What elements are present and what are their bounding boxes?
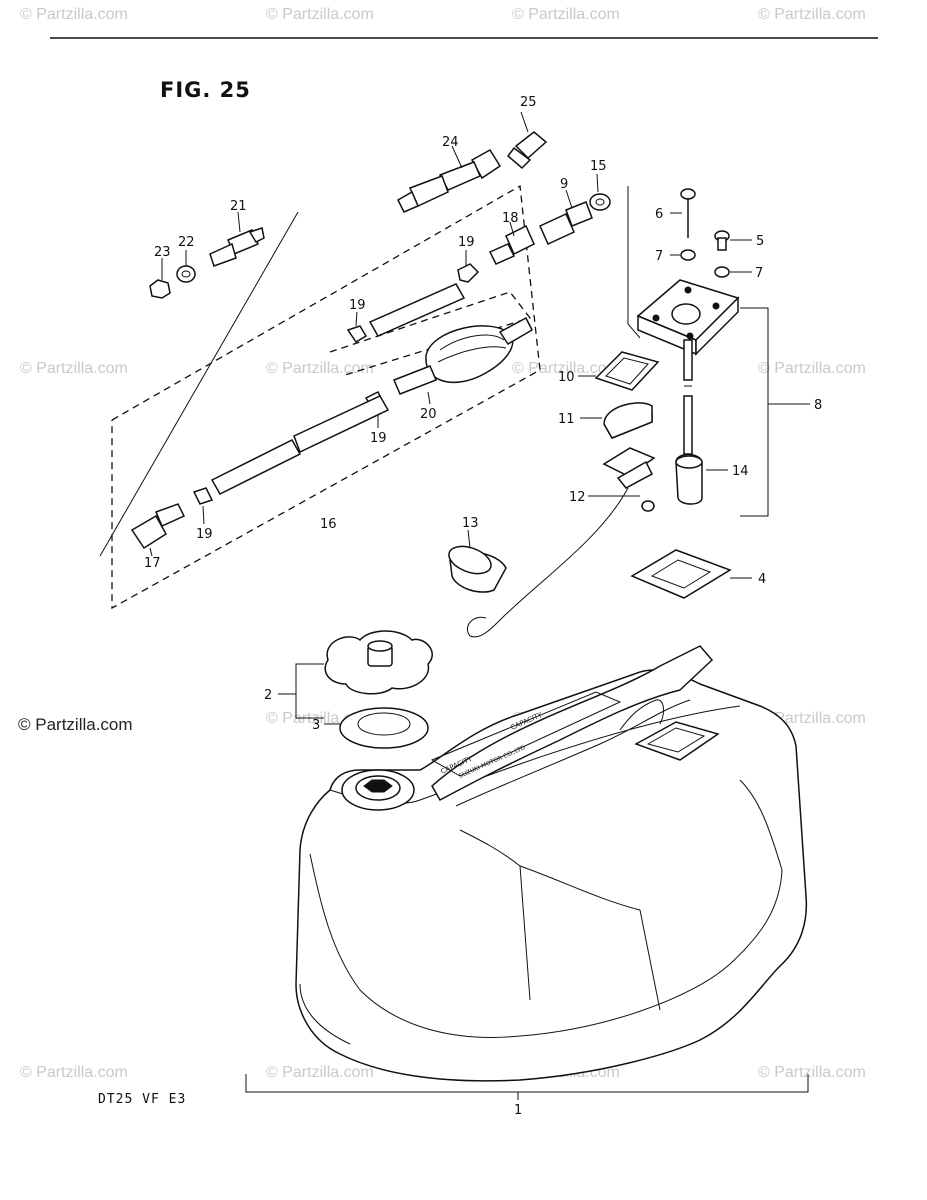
callout-7b: 7 [755,266,763,281]
callout-labels: 1 2 3 4 5 6 7 7 8 9 10 11 12 13 14 15 16… [144,95,822,1118]
part-5-screw [714,230,752,251]
callout-8: 8 [814,398,822,413]
callout-24: 24 [442,135,459,150]
part-20-primer-bulb [393,316,533,405]
watermark: © Partzilla.com [758,6,866,23]
part-17-connector [130,503,186,557]
part-10-gasket [578,351,660,391]
part-24-connector [397,145,502,213]
part-12-arm-bracket [466,447,656,638]
watermark: © Partzilla.com [758,360,866,377]
callout-11: 11 [558,412,575,427]
callout-20: 20 [420,407,437,422]
watermark: © Partzilla.com [266,1064,374,1081]
callout-13: 13 [462,516,479,531]
callout-5: 5 [756,234,764,249]
watermark: © Partzilla.com [758,1064,866,1081]
watermark: © Partzilla.com [266,360,374,377]
part-11-cover [580,402,653,439]
part-8-assembly-bracket [627,186,810,517]
part-2-cap [278,630,433,719]
callout-19c: 19 [370,431,387,446]
callout-21: 21 [230,199,247,214]
callout-19b: 19 [349,298,366,313]
part-1-fuel-tank: CAPACITY SUZUKI MOTOR CO.,LTD CAPACITY [295,645,808,1082]
part-13-float [448,529,507,593]
watermark: © Partzilla.com [266,6,374,23]
watermark: © Partzilla.com [20,6,128,23]
callout-17: 17 [144,556,161,571]
part-7-washer-right [714,266,752,278]
part-3-gasket [324,707,429,749]
hose-assembly-enclosure [99,184,541,610]
part-23-nut [149,258,171,299]
callout-4: 4 [758,572,766,587]
callout-3: 3 [312,718,320,733]
part-6-screw [670,188,696,238]
callout-14: 14 [732,464,749,479]
callout-9: 9 [560,177,568,192]
fuel-hose-segments [210,283,466,495]
watermark: © Partzilla.com [20,360,128,377]
diagram-code: DT25 VF E3 [98,1092,187,1107]
callout-22: 22 [178,235,195,250]
part-19-clamp-a [457,250,480,283]
part-25-fitting [506,111,548,170]
part-22-washer [176,250,196,283]
figure-title: FIG. 25 [160,78,251,102]
watermark: © Partzilla.com [512,6,620,23]
callout-7a: 7 [655,249,663,264]
callout-23: 23 [154,245,171,260]
part-21-fitting [209,211,265,267]
part-4-gasket [630,549,752,599]
callout-10: 10 [558,370,575,385]
callout-15: 15 [590,159,607,174]
callout-18: 18 [502,211,519,226]
fuel-gauge-body [636,279,740,455]
callout-19a: 19 [458,235,475,250]
part-15-washer [589,173,611,211]
callout-1: 1 [514,1103,522,1118]
watermark: © Partzilla.com [20,1064,128,1081]
part-7-washer-left [670,249,696,261]
part-1-bracket [245,1074,809,1100]
callout-25: 25 [520,95,537,110]
callout-2: 2 [264,688,272,703]
callout-6: 6 [655,207,663,222]
part-9-fitting [539,189,593,245]
part-19-clamp-b [346,311,368,344]
part-14-float [675,453,728,505]
callout-16: 16 [320,517,337,532]
part-18-fitting [488,221,535,265]
part-19-clamp-d [192,487,214,525]
callout-19d: 19 [196,527,213,542]
copyright-notice: © Partzilla.com [18,715,133,734]
callout-12: 12 [569,490,586,505]
